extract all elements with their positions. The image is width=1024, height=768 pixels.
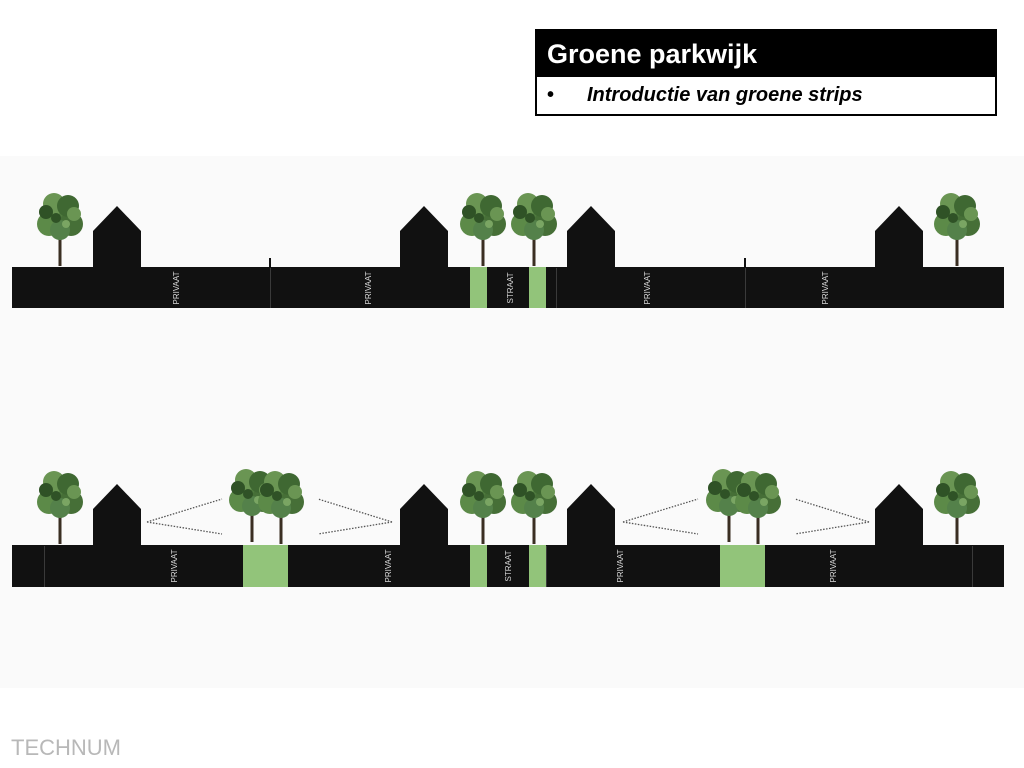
bullet-text: Introductie van groene strips — [587, 84, 863, 106]
section-top: PRIVAAT PRIVAAT STRAAT PRIVAAT PRIVAAT — [12, 193, 1004, 308]
tree-icon — [460, 471, 506, 544]
tree-icon — [37, 471, 83, 544]
section-bottom: PRIVAAT PRIVAAT STRAAT PRIVAAT PRIVAAT — [12, 469, 1004, 587]
tree-icon — [258, 471, 304, 544]
house-icon — [400, 206, 448, 268]
zone-label: PRIVAAT — [364, 271, 373, 304]
zone-label: PRIVAAT — [172, 271, 181, 304]
bullet-icon: • — [547, 84, 555, 106]
footer-brand: TECHNUM — [11, 735, 121, 760]
tree-icon — [511, 471, 557, 544]
title-box: Groene parkwijk • Introductie van groene… — [535, 29, 997, 116]
zone-label: STRAAT — [506, 272, 515, 303]
view-lines — [146, 498, 870, 535]
house-icon — [400, 484, 448, 546]
green-strip — [529, 545, 546, 587]
slide-title: Groene parkwijk — [537, 31, 995, 77]
street-section-diagram: PRIVAAT PRIVAAT STRAAT PRIVAAT PRIVAAT — [12, 193, 1004, 587]
zone-label: PRIVAAT — [829, 549, 838, 582]
tree-icon — [934, 193, 980, 266]
zone-label: STRAAT — [504, 550, 513, 581]
zone-label: PRIVAAT — [643, 271, 652, 304]
green-strip — [243, 545, 288, 587]
ground-band-top — [12, 267, 1004, 308]
house-icon — [93, 484, 141, 546]
tree-icon — [37, 193, 83, 266]
zone-label: PRIVAAT — [170, 549, 179, 582]
diagram-panel: PRIVAAT PRIVAAT STRAAT PRIVAAT PRIVAAT — [0, 156, 1024, 688]
bullet-item: • Introductie van groene strips — [537, 77, 995, 114]
house-icon — [567, 206, 615, 268]
green-strip — [720, 545, 765, 587]
tree-icon — [511, 193, 557, 266]
ground-band-bottom — [12, 545, 1004, 587]
green-strip — [470, 267, 487, 308]
house-icon — [93, 206, 141, 268]
zone-label: PRIVAAT — [616, 549, 625, 582]
house-icon — [875, 484, 923, 546]
zone-label: PRIVAAT — [384, 549, 393, 582]
green-strip — [470, 545, 487, 587]
tree-icon — [460, 193, 506, 266]
zone-label: PRIVAAT — [821, 271, 830, 304]
green-strip — [529, 267, 546, 308]
tree-icon — [934, 471, 980, 544]
tree-icon — [735, 471, 781, 544]
house-icon — [567, 484, 615, 546]
house-icon — [875, 206, 923, 268]
